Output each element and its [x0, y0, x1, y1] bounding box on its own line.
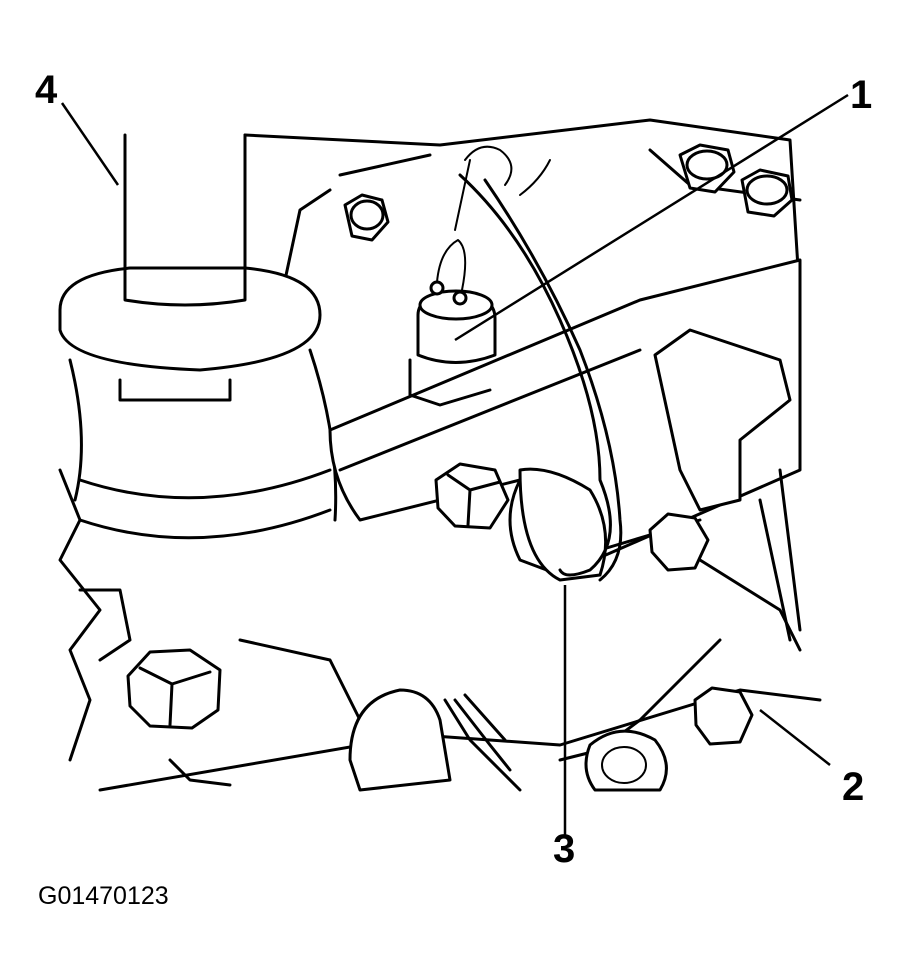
bolt-lower-right	[693, 686, 754, 746]
figure-id: G01470123	[38, 882, 169, 910]
bolt-center	[434, 462, 510, 530]
bolt-lower-left	[126, 648, 222, 730]
leader-line-4	[60, 102, 120, 186]
bolt-top-right-1	[678, 143, 736, 194]
callout-2: 2	[842, 765, 864, 809]
bolt-bracket	[648, 512, 710, 572]
callout-4: 4	[35, 68, 58, 112]
bolt-top-right-2	[740, 168, 794, 218]
lower-components	[348, 688, 668, 792]
sensor-switch	[408, 145, 623, 582]
leader-line-2	[759, 709, 831, 766]
detent-bracket	[653, 328, 802, 642]
shift-lever	[58, 133, 338, 540]
leader-lines	[60, 93, 849, 835]
callout-1: 1	[850, 73, 872, 117]
transmission-housing	[58, 118, 822, 792]
bolt-top-left	[343, 193, 390, 242]
callout-3: 3	[553, 827, 575, 871]
bolts	[126, 143, 794, 746]
leader-line-1	[454, 93, 849, 342]
